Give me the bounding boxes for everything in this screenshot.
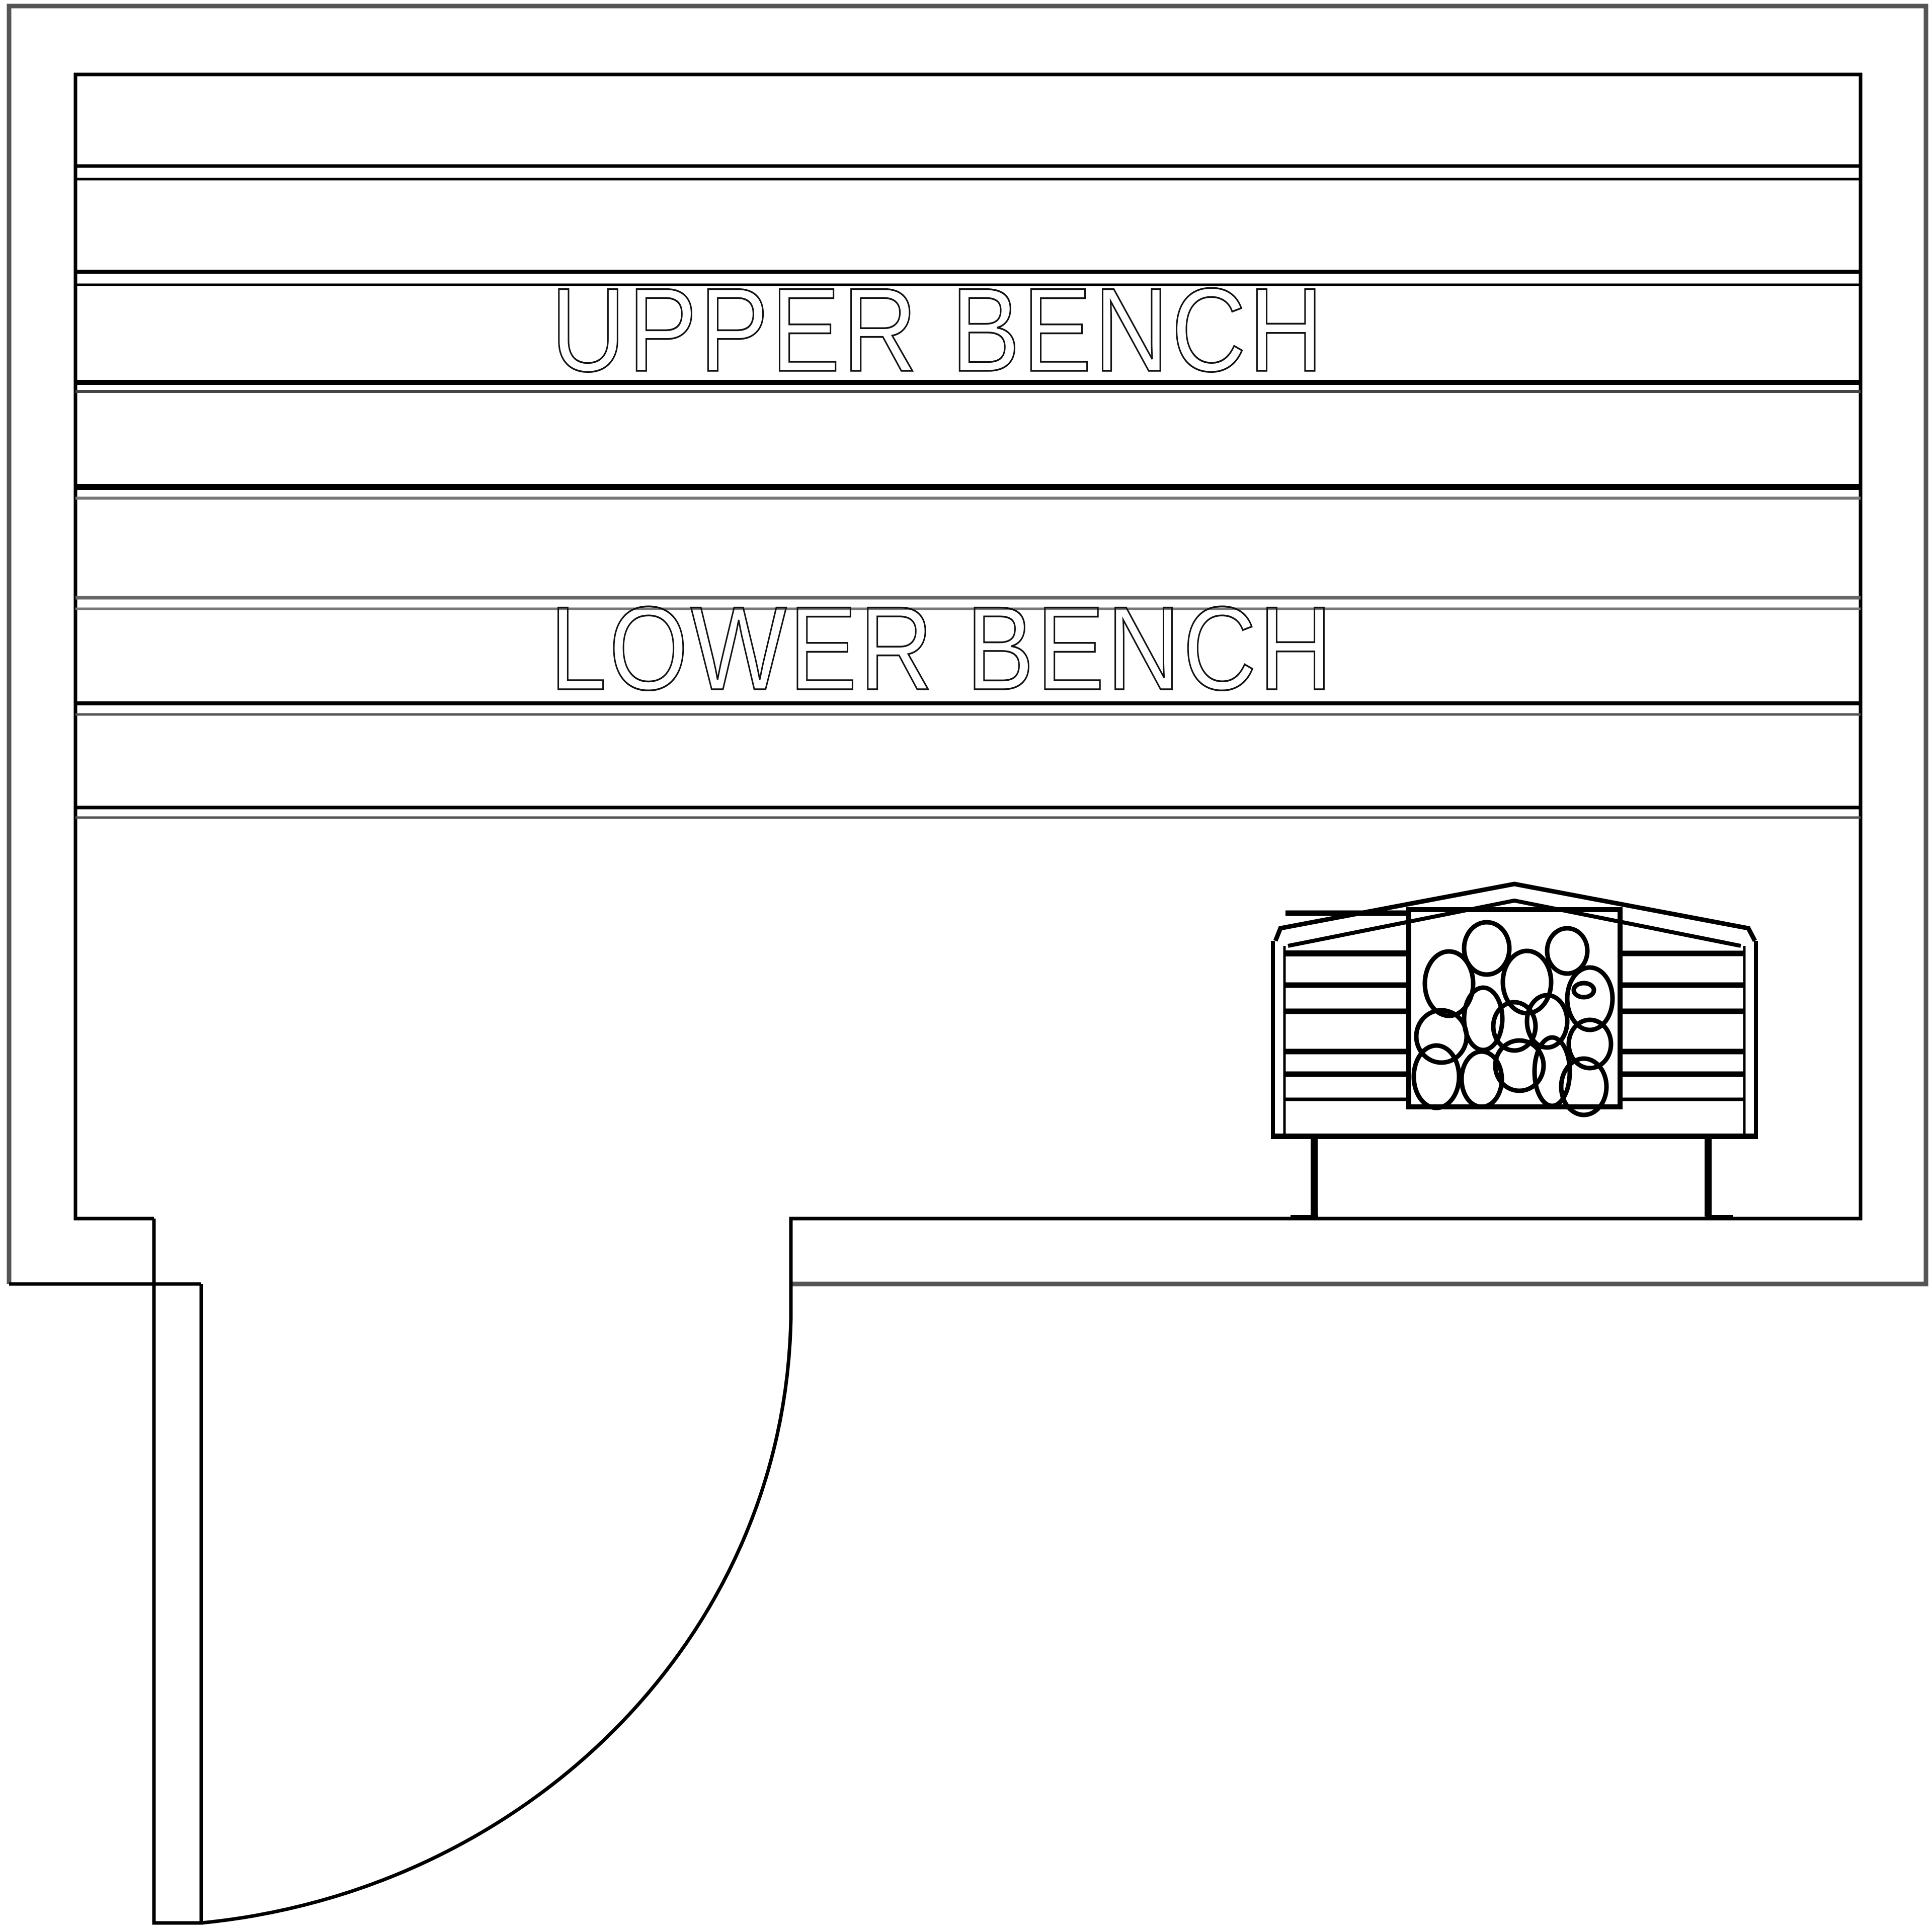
heater-louvers-right (1620, 950, 1743, 1101)
heater-legs (1311, 1138, 1712, 1217)
lower-bench: LOWER BENCH (75, 581, 1861, 819)
outer-wall (7, 4, 1928, 1286)
inner-wall (73, 72, 1863, 1925)
heater-louvers-left (1285, 910, 1409, 1101)
door-swing-arc (201, 1284, 793, 1925)
door (201, 1284, 793, 1925)
lower-bench-label: LOWER BENCH (550, 582, 1335, 715)
upper-bench: UPPER BENCH (75, 164, 1861, 500)
upper-bench-label: UPPER BENCH (551, 264, 1326, 396)
heater-icon (1271, 881, 1758, 1218)
heater-stones (1411, 920, 1615, 1117)
